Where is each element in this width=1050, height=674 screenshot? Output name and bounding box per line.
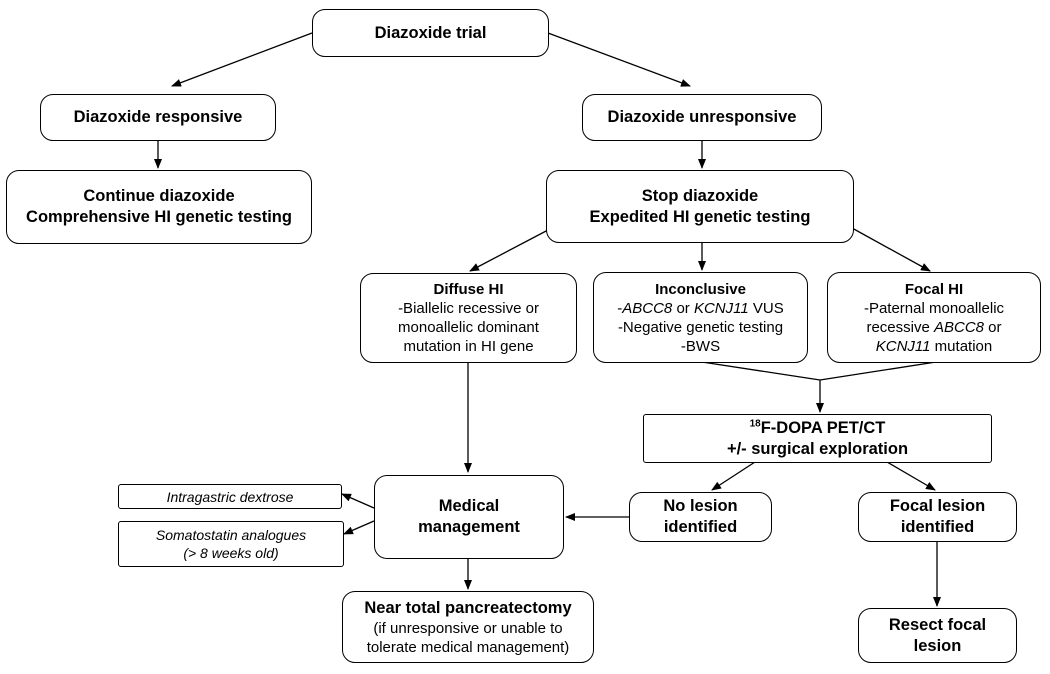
node-inconclusive: Inconclusive -ABCC8 or KCNJ11 VUS -Negat… [593, 272, 808, 363]
node-medical-management: Medical management [374, 475, 564, 559]
node-focal-lesion-line2: identified [900, 518, 975, 536]
node-continue-diazoxide: Continue diazoxide Comprehensive HI gene… [6, 170, 312, 244]
node-inconclusive-title: Inconclusive [655, 280, 746, 298]
node-near-total-pancreatectomy: Near total pancreatectomy (if unresponsi… [342, 591, 594, 663]
node-resect-line2: lesion [913, 636, 962, 655]
node-diazoxide-responsive-label: Diazoxide responsive [73, 108, 243, 126]
node-focal-line2: recessive ABCC8 or [866, 318, 1001, 337]
focal-or: or [984, 318, 1002, 336]
node-continue-line1: Continue diazoxide [83, 187, 235, 205]
inconclusive-gene-kcnj11: KCNJ11 [693, 299, 749, 317]
connector-inconclusive-merge [701, 361, 821, 381]
node-continue-line2: Comprehensive HI genetic testing [26, 208, 292, 226]
arrow-stop-to-focal [851, 227, 931, 272]
arrow-medical-to-somatostatin [343, 520, 375, 535]
node-pancreatectomy-line2: (if unresponsive or unable to [373, 619, 563, 637]
node-intragastric-label: Intragastric dextrose [166, 488, 294, 505]
node-diffuse-line1: -Biallelic recessive or [398, 300, 539, 317]
focal-gene-abcc8: ABCC8 [933, 318, 985, 336]
inconclusive-dash: - [617, 299, 623, 317]
node-intragastric-dextrose: Intragastric dextrose [118, 484, 342, 509]
node-pancreatectomy-title: Near total pancreatectomy [364, 598, 572, 617]
node-focal-lesion-line1: Focal lesion [889, 497, 986, 515]
focal-mutation: mutation [930, 337, 993, 355]
arrow-trial-to-unresponsive [547, 32, 691, 87]
arrow-pet-to-focal-lesion [886, 461, 936, 491]
node-resect-focal-lesion: Resect focal lesion [858, 608, 1017, 663]
arrow-pet-to-no-lesion [711, 461, 756, 491]
connector-focal-merge [819, 361, 937, 381]
node-focal-line3: KCNJ11 mutation [876, 337, 992, 356]
node-medical-line2: management [418, 518, 520, 536]
arrow-stop-to-diffuse [469, 229, 549, 272]
arrow-medical-to-intragastric [341, 493, 375, 509]
node-inconclusive-line2: -Negative genetic testing [617, 318, 784, 336]
inconclusive-vus: VUS [748, 299, 784, 317]
node-diazoxide-trial: Diazoxide trial [312, 9, 549, 57]
node-diffuse-title: Diffuse HI [433, 281, 504, 298]
node-no-lesion: No lesion identified [629, 492, 772, 542]
node-stop-line1: Stop diazoxide [641, 186, 759, 205]
node-pancreatectomy-line3: tolerate medical management) [366, 638, 570, 656]
inconclusive-gene-abcc8: ABCC8 [622, 299, 673, 317]
node-somatostatin-line1: Somatostatin analogues [155, 527, 307, 543]
pet-scan-label: F-DOPA PET/CT [760, 418, 886, 437]
focal-recessive: recessive [866, 318, 934, 336]
node-medical-line1: Medical [438, 497, 500, 515]
node-diffuse-line3: mutation in HI gene [403, 338, 534, 355]
focal-gene-kcnj11: KCNJ11 [875, 337, 931, 355]
node-diazoxide-unresponsive: Diazoxide unresponsive [582, 94, 822, 141]
pet-isotope-superscript: 18 [749, 418, 761, 429]
node-inconclusive-line1: -ABCC8 or KCNJ11 VUS [617, 299, 783, 318]
node-no-lesion-line2: identified [663, 518, 738, 536]
node-stop-diazoxide: Stop diazoxide Expedited HI genetic test… [546, 170, 854, 243]
node-focal-hi: Focal HI -Paternal monoallelic recessive… [827, 272, 1041, 363]
node-focal-line1: -Paternal monoallelic [863, 299, 1005, 317]
node-diffuse-hi: Diffuse HI -Biallelic recessive or monoa… [360, 273, 577, 363]
node-somatostatin-analogues: Somatostatin analogues (> 8 weeks old) [118, 521, 344, 567]
node-diazoxide-unresponsive-label: Diazoxide unresponsive [607, 108, 797, 126]
node-diazoxide-responsive: Diazoxide responsive [40, 94, 276, 141]
node-diffuse-line2: monoallelic dominant [398, 319, 539, 336]
node-no-lesion-line1: No lesion [663, 497, 738, 515]
node-pet-line1: 18F-DOPA PET/CT [750, 418, 886, 439]
node-stop-line2: Expedited HI genetic testing [589, 207, 811, 226]
node-pet-line2: +/- surgical exploration [726, 439, 909, 458]
node-diazoxide-trial-label: Diazoxide trial [374, 23, 487, 42]
node-somatostatin-line2: (> 8 weeks old) [183, 545, 279, 561]
node-resect-line1: Resect focal [888, 615, 987, 634]
inconclusive-or: or [672, 299, 694, 317]
node-pet-ct: 18F-DOPA PET/CT +/- surgical exploration [643, 414, 992, 463]
node-focal-lesion: Focal lesion identified [858, 492, 1017, 542]
node-inconclusive-line3: -BWS [680, 337, 721, 355]
arrow-trial-to-responsive [171, 32, 313, 87]
node-focal-title: Focal HI [904, 280, 964, 298]
